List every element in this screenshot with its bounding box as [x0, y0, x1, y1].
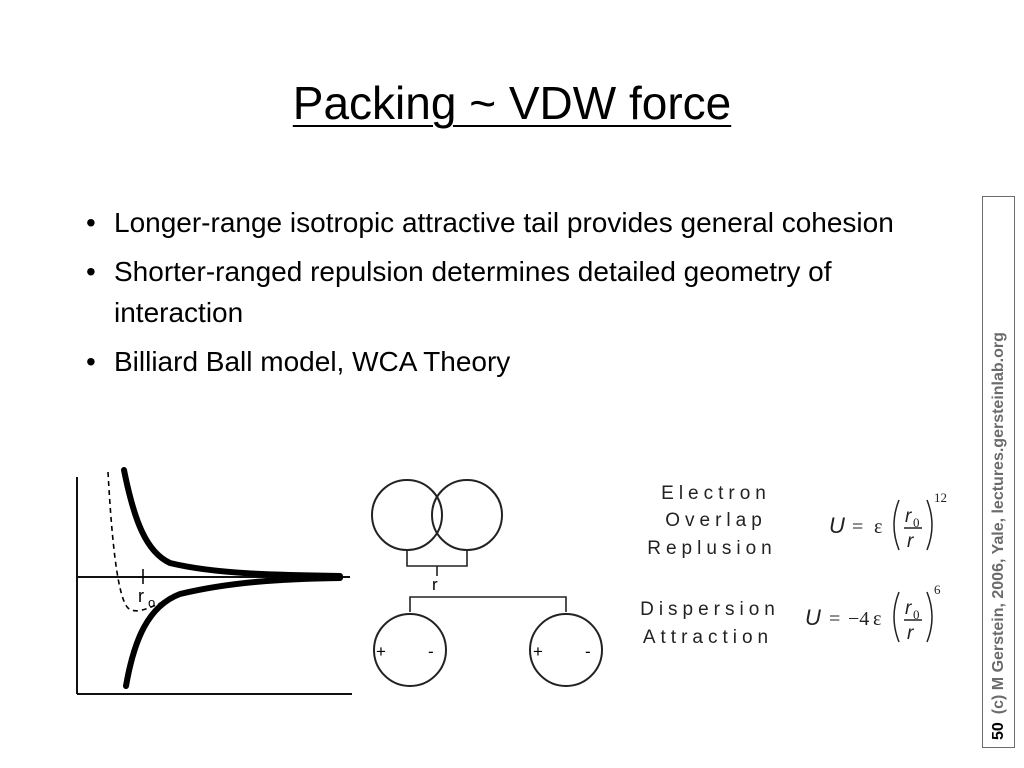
- eq1-numerator-sub: 0: [913, 515, 920, 530]
- eq1-lhs: U: [829, 513, 845, 538]
- repulsion-label-line: Overlap: [665, 510, 767, 531]
- eq2-paren-left: [893, 591, 900, 643]
- charge-plus-right: +: [533, 642, 543, 661]
- repulsion-label-line: Replusion: [647, 538, 777, 559]
- bullet-item: • Shorter-ranged repulsion determines det…: [86, 251, 936, 333]
- repulsion-label: Electron Overlap Replusion: [647, 483, 777, 559]
- eq2-paren-right: [926, 591, 933, 643]
- attraction-label: Dispersion Attraction: [640, 599, 780, 648]
- r0-label: r: [138, 586, 144, 606]
- bullet-item: • Billiard Ball model, WCA Theory: [86, 341, 936, 382]
- attraction-curve: [123, 575, 343, 689]
- dipole-diagram: + - + -: [373, 613, 603, 687]
- bullet-text: Longer-range isotropic attractive tail p…: [114, 207, 894, 238]
- eq2-numerator: r: [905, 598, 912, 619]
- bullet-text: Shorter-ranged repulsion determines deta…: [114, 256, 832, 328]
- credit-text: (c) M Gerstein, 2006, Yale, lectures.ger…: [989, 332, 1007, 715]
- bullet-dot: •: [86, 256, 96, 287]
- eq2-numerator-sub: 0: [913, 607, 920, 622]
- atom-circle-right: [431, 479, 503, 551]
- eq1-paren-left: [893, 499, 900, 551]
- eq2-exponent: 6: [934, 582, 941, 597]
- repulsion-label-line: Electron: [661, 483, 771, 504]
- eq1-paren-right: [926, 499, 933, 551]
- eq1-exponent: 12: [934, 490, 947, 505]
- atom-circle-left: [371, 479, 443, 551]
- repulsion-curve: [121, 467, 343, 579]
- separation-label: r: [432, 575, 438, 594]
- total-potential-curve: [107, 471, 341, 612]
- eq1-denominator: r: [907, 531, 914, 552]
- charge-plus-left: +: [376, 642, 386, 661]
- r0-label-sub: o: [148, 595, 155, 610]
- bullet-text: Billiard Ball model, WCA Theory: [114, 346, 511, 377]
- bullet-dot: •: [86, 207, 96, 238]
- attraction-equation: U = −4 ε r 0 r 6: [805, 582, 941, 644]
- attraction-label-line: Attraction: [643, 627, 773, 648]
- eq1-epsilon: ε: [874, 516, 882, 538]
- bullet-list: • Longer-range isotropic attractive tail …: [86, 202, 936, 390]
- eq2-epsilon: ε: [873, 608, 881, 630]
- eq2-lhs: U: [805, 605, 821, 630]
- dipole-circle-left: [373, 613, 447, 687]
- slide-title: Packing ~ VDW force: [292, 77, 732, 129]
- bullet-item: • Longer-range isotropic attractive tail …: [86, 202, 936, 243]
- charge-minus-left: -: [428, 642, 434, 661]
- charge-minus-right: -: [585, 642, 591, 661]
- separation-bracket: [406, 550, 468, 567]
- eq2-equals: =: [829, 608, 840, 630]
- attraction-label-line: Dispersion: [640, 599, 780, 620]
- eq1-numerator: r: [905, 506, 912, 527]
- eq2-denominator: r: [907, 623, 914, 644]
- page-number: 50: [989, 722, 1007, 740]
- potential-plot: r o: [76, 467, 352, 695]
- dipole-bracket: [409, 596, 567, 612]
- eq1-equals: =: [852, 516, 863, 538]
- bullet-dot: •: [86, 346, 96, 377]
- credit-box: 50 (c) M Gerstein, 2006, Yale, lectures.g…: [982, 196, 1015, 748]
- repulsion-equation: U = ε r 0 r 12: [829, 490, 947, 552]
- dipole-circle-right: [529, 613, 603, 687]
- eq2-prefix: −4: [848, 608, 869, 630]
- overlap-diagram: r: [371, 479, 567, 612]
- credit-text-wrapper: 50 (c) M Gerstein, 2006, Yale, lectures.g…: [990, 196, 1008, 748]
